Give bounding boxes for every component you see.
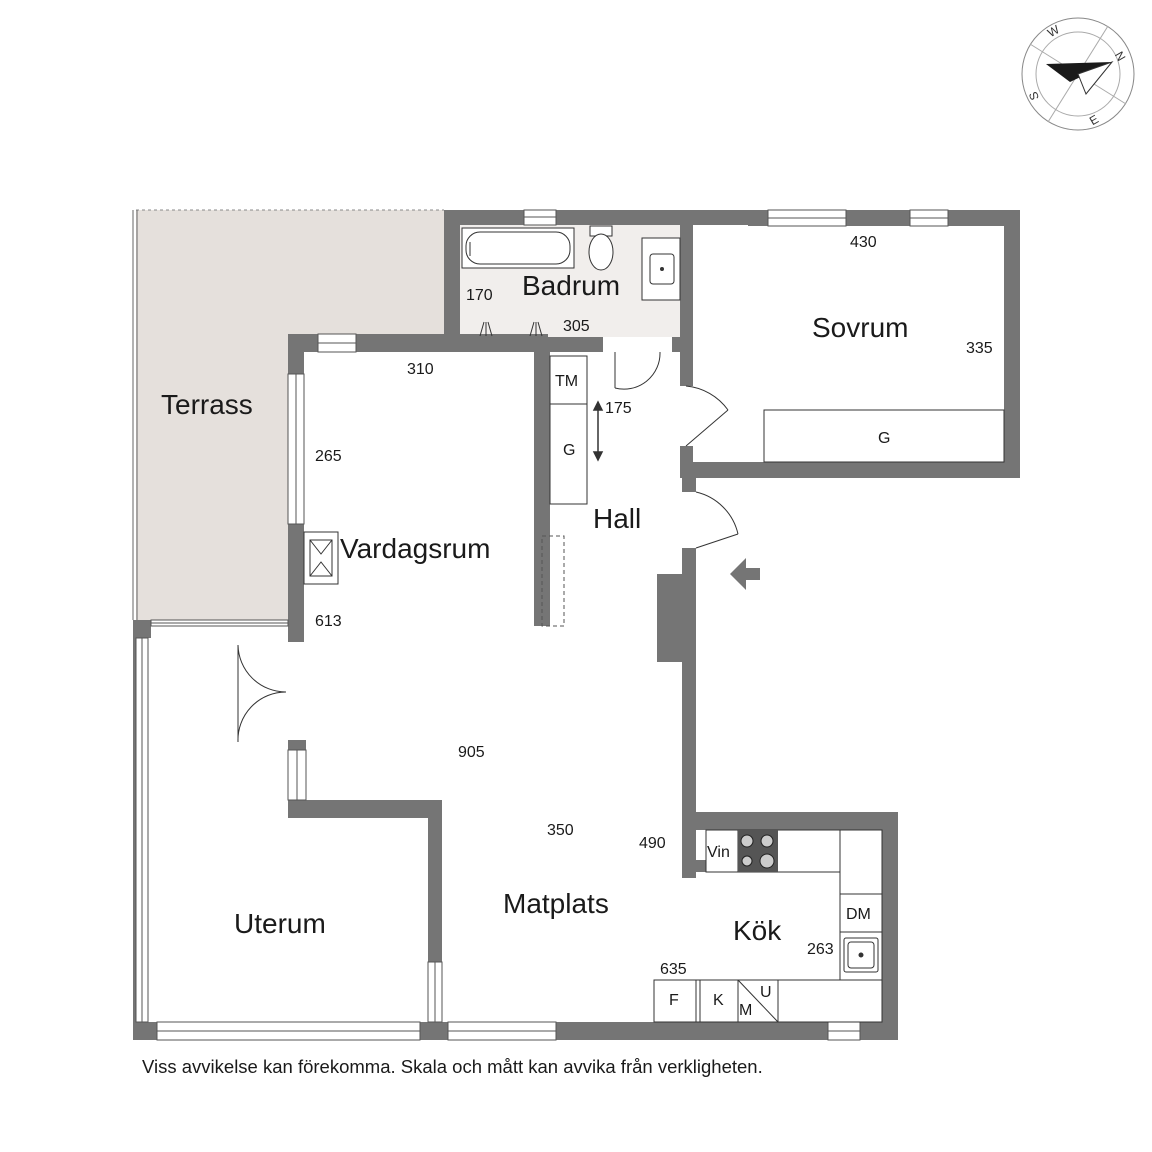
doors	[237, 351, 739, 743]
dimension-bad-depth: 170	[466, 287, 493, 304]
room-label-terrass: Terrass	[161, 389, 253, 420]
hall-wardrobes	[541, 355, 588, 627]
terrace-area	[132, 209, 444, 620]
dimension-sov-depth: 335	[966, 340, 993, 357]
dimension-mat-width: 350	[547, 822, 574, 839]
dimension-vard-depth: 265	[315, 448, 342, 465]
arrow-icon	[592, 400, 604, 462]
fixture-label-f: F	[669, 992, 679, 1009]
room-label-uterum: Uterum	[234, 908, 326, 939]
dimension-hall-depth: 175	[605, 400, 632, 417]
dimension-mat-depth: 490	[639, 835, 666, 852]
windows	[135, 209, 949, 1041]
dimension-total-length: 905	[458, 744, 485, 761]
fixture-label-g-hall: G	[563, 442, 575, 459]
fixture-label-u: U	[760, 984, 772, 1001]
dimension-sov-width: 430	[850, 234, 877, 251]
bedroom-wardrobe	[763, 409, 1005, 463]
disclaimer-text: Viss avvikelse kan förekomma. Skala och …	[142, 1056, 763, 1077]
dimension-vard-width: 310	[407, 361, 434, 378]
room-label-badrum: Badrum	[522, 270, 620, 301]
bathroom-sink	[641, 237, 681, 301]
compass-icon: N E S W	[1021, 17, 1135, 131]
room-label-hall: Hall	[593, 503, 641, 534]
fixture-label-g-sovrum: G	[878, 430, 890, 447]
dimension-vard-length: 613	[315, 613, 342, 630]
room-label-vardagsrum: Vardagsrum	[340, 533, 490, 564]
room-label-sovrum: Sovrum	[812, 312, 908, 343]
walls	[133, 210, 1020, 1040]
room-label-kok: Kök	[733, 915, 782, 946]
kitchen-sink	[843, 937, 879, 973]
dimension-bad-width: 305	[563, 318, 590, 335]
dimension-kok-width: 635	[660, 961, 687, 978]
fixture-label-k: K	[713, 992, 724, 1009]
fixture-label-dm: DM	[846, 906, 871, 923]
toilet	[588, 225, 614, 271]
bathtub	[461, 227, 575, 269]
fixture-label-m: M	[739, 1002, 752, 1019]
fireplace	[303, 531, 339, 585]
room-label-matplats: Matplats	[503, 888, 609, 919]
dimension-kok-depth: 263	[807, 941, 834, 958]
fixture-label-tm: TM	[555, 373, 578, 390]
floor-drain-icons	[479, 321, 543, 337]
fixture-label-vin: Vin	[707, 844, 730, 861]
stove-icon	[738, 830, 778, 872]
entrance-arrow-icon	[730, 558, 760, 590]
